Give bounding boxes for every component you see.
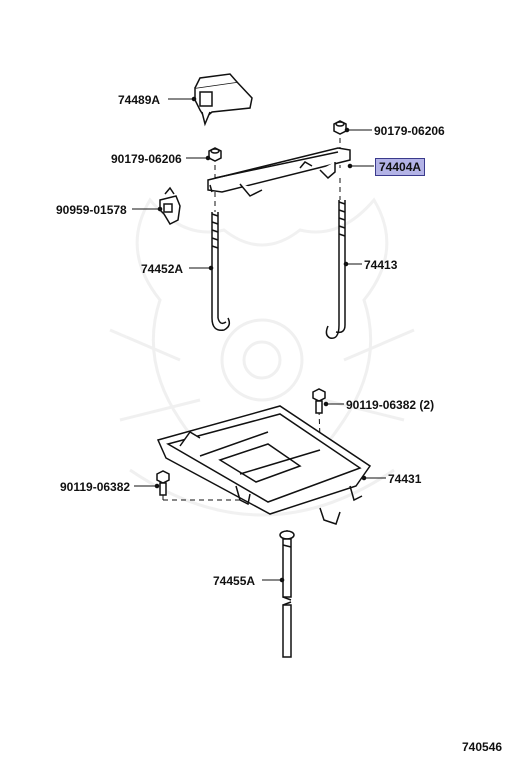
label-74413[interactable]: 74413 — [364, 258, 398, 272]
label-90119-06382[interactable]: 90119-06382 — [60, 480, 131, 494]
bolt-90119-upper — [312, 388, 326, 414]
label-90959-01578[interactable]: 90959-01578 — [56, 203, 127, 217]
leader-lines — [132, 96, 386, 583]
label-74489A[interactable]: 74489A — [118, 93, 161, 107]
label-74431[interactable]: 74431 — [388, 472, 422, 486]
label-74452A[interactable]: 74452A — [141, 262, 184, 276]
label-90179-06206-right[interactable]: 90179-06206 — [374, 124, 445, 138]
label-90119-06382-2[interactable]: 90119-06382 (2) — [346, 398, 435, 412]
label-74455A[interactable]: 74455A — [213, 574, 256, 588]
part-74489A-drawing — [194, 73, 253, 127]
nut-90179-left — [208, 147, 222, 162]
nut-90179-right — [333, 120, 347, 135]
part-74413-drawing — [325, 200, 346, 339]
label-90179-06206-left[interactable]: 90179-06206 — [111, 152, 182, 166]
part-74404A-drawing — [207, 147, 351, 197]
diagram-code: 740546 — [462, 740, 503, 754]
part-74452A-drawing — [211, 212, 231, 331]
part-74431-drawing — [156, 405, 372, 525]
part-74455A-drawing — [279, 530, 295, 658]
bolt-90119-lower — [156, 470, 170, 496]
label-74404A-highlighted[interactable]: 74404A — [375, 158, 426, 176]
part-90959-drawing — [159, 186, 181, 225]
